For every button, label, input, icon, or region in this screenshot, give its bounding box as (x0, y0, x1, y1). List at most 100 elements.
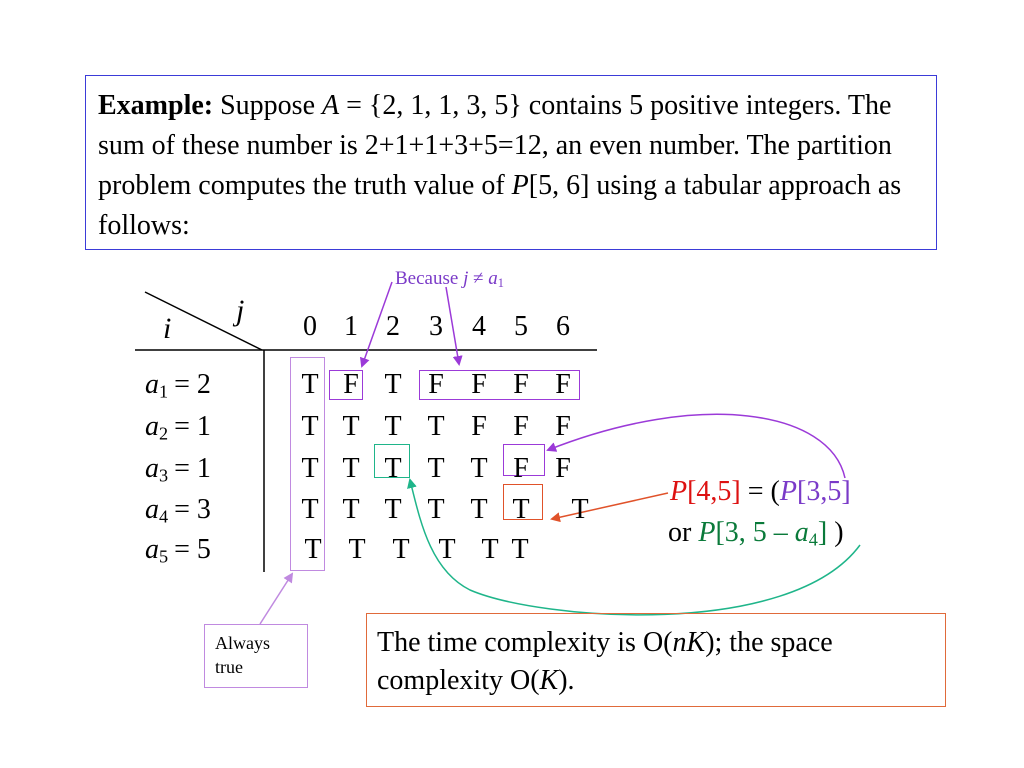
row-label-eq: = 1 (174, 453, 211, 484)
because-label: Because j ≠ a1 (395, 268, 504, 290)
cell-1-1-highlight (329, 370, 363, 400)
row-variable: i (163, 312, 172, 345)
cell-5-0: T (304, 534, 322, 565)
because-a: a (488, 268, 498, 289)
complexity-box: The time complexity is O(nK); the space … (366, 613, 946, 707)
row-label-sub: 1 (159, 381, 169, 402)
because-arrow-2 (445, 286, 463, 366)
rec-r3: [3, 5 – (715, 517, 788, 548)
row-label-var: a (145, 411, 159, 442)
cell-3-2-highlight (374, 444, 410, 478)
cell-2-5: F (513, 411, 529, 442)
column-header-0: 0 (303, 311, 317, 342)
recurrence-line-2: or P[3, 5 – a4] ) (668, 515, 844, 551)
row-label-sub: 2 (159, 423, 169, 444)
cell-4-1: T (342, 494, 360, 525)
cell-4-4: T (470, 494, 488, 525)
cell-3-5-highlight (503, 444, 545, 476)
cell-1-6: F (555, 369, 571, 400)
example-set-name: A (322, 90, 340, 121)
cell-4-0: T (301, 494, 319, 525)
cell-5-2: T (392, 534, 410, 565)
cell-3-5: F (513, 453, 529, 484)
cell-3-0: T (301, 453, 319, 484)
complexity-text-1: The time complexity is O( (377, 627, 673, 658)
rec-p2: P (779, 476, 797, 507)
row-label-sub: 4 (159, 506, 169, 527)
complexity-text-3: ). (558, 665, 575, 696)
because-neq: ≠ (473, 268, 484, 289)
example-text-1: Suppose (220, 90, 316, 121)
cell-3-4: T (470, 453, 488, 484)
row-label-2: a2= 1 (145, 411, 211, 444)
complexity-nk: nK (672, 627, 706, 658)
example-text-3: [5, 6] using a tabular approach as follo… (98, 170, 902, 241)
rec-p3: P (698, 517, 716, 548)
cell-1-2: T (384, 369, 402, 400)
row-label-var: a (145, 369, 159, 400)
cell-1-4: F (471, 369, 487, 400)
complexity-text-2: ); the space complexity O( (377, 627, 833, 696)
row-label-var: a (145, 494, 159, 525)
because-sub: 1 (497, 276, 504, 291)
row-label-1: a1= 2 (145, 369, 211, 402)
rec-r1: [4,5] (687, 476, 741, 507)
row-label-eq: = 2 (174, 369, 211, 400)
example-box: Example: Suppose A = {2, 1, 1, 3, 5} con… (85, 75, 937, 250)
row-label-5: a5= 5 (145, 534, 211, 567)
cell-4-2: T (384, 494, 402, 525)
cell-4-5-highlight (503, 484, 543, 520)
rec-r4: ] (817, 517, 828, 548)
rec-sub: 4 (808, 529, 818, 550)
green-curve-arrow (407, 478, 861, 616)
column-header-6: 6 (556, 311, 570, 342)
because-arrow-1 (359, 281, 393, 368)
row-label-eq: = 3 (174, 494, 211, 525)
row-label-var: a (145, 534, 159, 565)
cell-5-5: T (511, 534, 529, 565)
row-label-sub: 5 (159, 546, 169, 567)
rec-r2: [3,5] (797, 476, 851, 507)
cell-3-6: F (555, 453, 571, 484)
cell-2-1: T (342, 411, 360, 442)
rec-close: ) (834, 517, 844, 548)
cell-2-3: T (427, 411, 445, 442)
example-heading: Example: (98, 90, 214, 121)
header-diagonal (144, 291, 263, 351)
always-line-1: Always (215, 633, 270, 653)
rec-or: or (668, 517, 692, 548)
row-label-3: a3= 1 (145, 453, 211, 486)
cell-2-6: F (555, 411, 571, 442)
cell-4-3: T (427, 494, 445, 525)
row-label-sub: 3 (159, 465, 169, 486)
complexity-k: K (539, 665, 559, 696)
cell-3-2: T (384, 453, 402, 484)
column-header-2: 2 (386, 311, 400, 342)
cell-2-2: T (384, 411, 402, 442)
cell-3-1: T (342, 453, 360, 484)
cell-2-0: T (301, 411, 319, 442)
cell-3-3: T (427, 453, 445, 484)
cell-5-1: T (348, 534, 366, 565)
recurrence-line-1: P[4,5] = (P[3,5] (670, 474, 851, 510)
column-header-3: 3 (429, 311, 443, 342)
column-0-highlight (290, 357, 325, 571)
column-header-4: 4 (472, 311, 486, 342)
cell-4-6: T (571, 494, 589, 525)
rec-eq: = ( (747, 476, 780, 507)
cell-1-3: F (428, 369, 444, 400)
column-header-1: 1 (344, 311, 358, 342)
cell-5-4: T (481, 534, 499, 565)
rec-p1: P (670, 476, 688, 507)
cells-1-3-6-highlight (419, 370, 580, 400)
row-label-eq: = 1 (174, 411, 211, 442)
cell-5-3: T (438, 534, 456, 565)
row-label-4: a4= 3 (145, 494, 211, 527)
because-j: j (463, 268, 469, 289)
cell-4-5: T (512, 494, 530, 525)
red-arrow (550, 492, 669, 523)
rec-a: a (794, 517, 809, 548)
purple-curve-arrow (546, 413, 846, 479)
row-label-eq: = 5 (174, 534, 211, 565)
